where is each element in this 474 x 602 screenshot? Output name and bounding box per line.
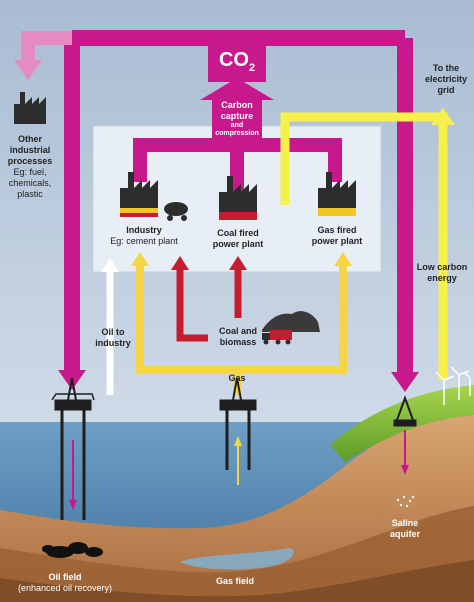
capture-line3: and xyxy=(230,122,244,129)
oil-deposit xyxy=(42,542,103,558)
electricity-flow xyxy=(280,112,448,380)
co2-arrow-aquifer xyxy=(391,372,419,392)
capture-line4: compression xyxy=(215,130,259,137)
rock-layer xyxy=(0,506,474,602)
capture-arrow xyxy=(200,78,274,140)
other-line1: Other xyxy=(17,134,42,144)
coal-plant-line2: power plant xyxy=(212,239,264,249)
gas-label: Gas xyxy=(228,373,246,383)
aquifer-wellhead-icon xyxy=(393,395,417,427)
industry-label: Industry Eg: cement plant xyxy=(104,225,184,247)
gas-plant-line1: Gas fired xyxy=(317,225,357,235)
gas-plant-line2: power plant xyxy=(311,236,363,246)
other-line6: plastic xyxy=(17,189,43,199)
saline-line1: Saline xyxy=(391,518,419,528)
gas-plant-factory-icon xyxy=(318,172,356,216)
gas-extraction-head xyxy=(234,436,242,446)
saline-label: Saline aquifer xyxy=(382,518,428,540)
coal-heap-icon xyxy=(262,311,320,332)
co2-arrow-other xyxy=(14,60,42,80)
capture-line1: Carbon xyxy=(221,100,253,110)
wind-turbine-icon xyxy=(435,366,471,405)
oil-injection-head xyxy=(69,500,77,510)
other-line4: Eg: fuel, xyxy=(13,167,47,177)
industry-factory-icon xyxy=(120,172,158,217)
oil-rig-icon xyxy=(51,377,95,520)
coal-plant-label: Coal fired power plant xyxy=(205,228,271,250)
gas-field-pocket xyxy=(180,548,294,570)
other-line3: processes xyxy=(7,156,53,166)
coal-flow xyxy=(176,268,242,342)
gas-plant-label: Gas fired power plant xyxy=(304,225,370,247)
coal-line2: biomass xyxy=(219,337,257,347)
coal-arrow-1 xyxy=(229,256,247,270)
grid-arrow xyxy=(431,108,455,125)
coal-line1: Coal and xyxy=(218,326,257,336)
oil-field-label: Oil field (enhanced oil recovery) xyxy=(10,572,120,594)
aquifer-injection-head xyxy=(401,465,409,475)
coal-arrow-2 xyxy=(171,256,189,270)
grid-line2: electricity xyxy=(424,74,468,84)
aquifer-deposit xyxy=(396,495,415,508)
gas-rig-icon xyxy=(219,377,257,470)
saline-line2: aquifer xyxy=(389,529,420,539)
coal-plant-factory-icon xyxy=(219,176,257,220)
other-industry-factory-icon xyxy=(14,92,46,124)
oil-line1: Oil to xyxy=(101,327,125,337)
coal-plant-line1: Coal fired xyxy=(217,228,259,238)
low-carbon-line1: Low carbon xyxy=(416,262,468,272)
low-carbon-line2: energy xyxy=(427,273,457,283)
gas-field-label: Gas field xyxy=(215,576,254,586)
oil-field-line2: (enhanced oil recovery) xyxy=(17,583,113,593)
co2-label: CO2 xyxy=(218,49,256,74)
deep-layer xyxy=(0,560,474,602)
co2-box xyxy=(208,38,266,82)
capture-label: Carbon capture and compression xyxy=(206,100,268,138)
capture-line2: capture xyxy=(220,111,254,121)
other-industry-label: Other industrial processes Eg: fuel, che… xyxy=(2,134,58,200)
industry-line1: Industry xyxy=(126,225,162,235)
oil-line2: industry xyxy=(95,338,131,348)
oil-field-line1: Oil field xyxy=(48,572,82,582)
grid-label: To the electricity grid xyxy=(420,63,472,96)
other-line5: chemicals, xyxy=(8,178,52,188)
coal-truck-icon xyxy=(262,330,292,345)
cement-mixer-icon xyxy=(164,202,188,221)
gas-arrow-right xyxy=(334,252,352,266)
gas-arrow-left xyxy=(131,252,149,266)
grid-line1: To the xyxy=(432,63,460,73)
oil-to-industry-label: Oil to industry xyxy=(90,327,136,349)
grid-line3: grid xyxy=(437,85,455,95)
other-line2: industrial xyxy=(9,145,51,155)
low-carbon-label: Low carbon energy xyxy=(413,262,471,284)
coal-biomass-label: Coal and biomass xyxy=(212,326,264,348)
industry-line2: Eg: cement plant xyxy=(110,236,178,246)
oil-arrow xyxy=(101,258,119,272)
